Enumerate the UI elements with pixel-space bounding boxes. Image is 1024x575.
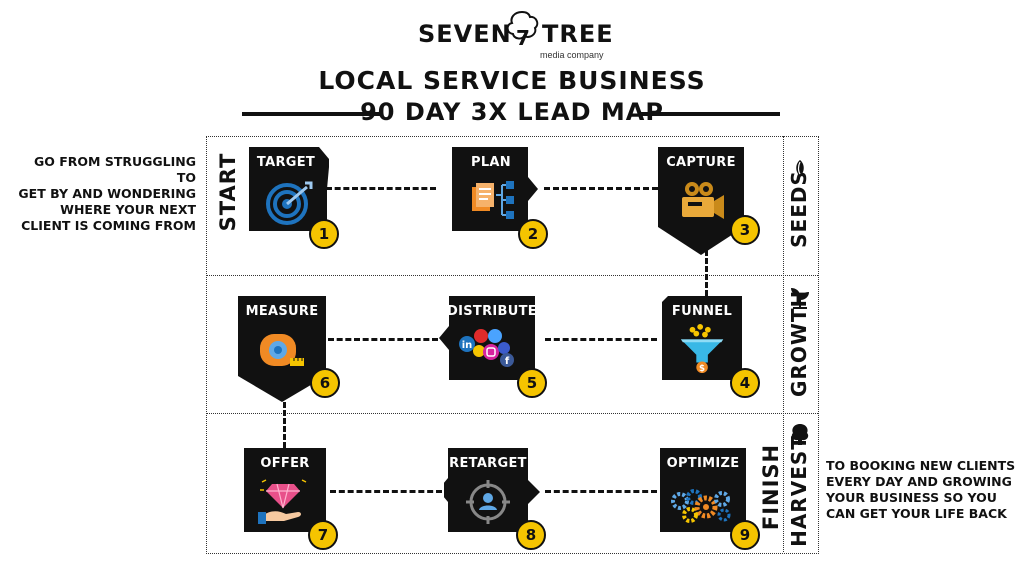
finish-label: FINISH: [759, 443, 783, 531]
step-label: DISTRIBUTE: [447, 304, 537, 319]
step-number-badge: 2: [518, 219, 548, 249]
step-number-badge: 5: [517, 368, 547, 398]
step-optimize: OPTIMIZE 9: [660, 448, 760, 550]
connector-8-9: [545, 490, 657, 493]
step-plan: PLAN 2: [452, 147, 552, 249]
tree-logo-icon: [506, 10, 539, 40]
outro-line: EVERY DAY AND GROWING: [826, 474, 1012, 489]
step-offer: OFFER 7: [244, 448, 344, 550]
step-target: TARGET 1: [245, 147, 345, 249]
outro-text: TO BOOKING NEW CLIENTS EVERY DAY AND GRO…: [826, 458, 1016, 522]
step-label: PLAN: [471, 155, 511, 170]
logo-word-left: SEVEN: [418, 20, 512, 48]
node-shape: [660, 448, 746, 532]
seven-tree-logo: SEVEN 7 TREE media company: [418, 10, 613, 62]
step-measure: MEASURE 6: [238, 296, 340, 402]
seed-icon: [796, 160, 804, 176]
step-capture: CAPTURE 3: [658, 147, 760, 255]
stage-column-divider: [783, 136, 784, 552]
outro-line: YOUR BUSINESS SO YOU: [826, 490, 997, 505]
intro-line: WHERE YOUR NEXT: [60, 202, 196, 217]
logo-subtitle: media company: [540, 50, 604, 60]
step-number-badge: 7: [308, 520, 338, 550]
title-rule-right: [640, 112, 780, 116]
outro-line: TO BOOKING NEW CLIENTS: [826, 458, 1016, 473]
diamond-hand-icon: [258, 479, 307, 524]
step-label: CAPTURE: [666, 155, 736, 170]
gears-icon: [671, 489, 731, 523]
connector-1-2: [326, 187, 436, 190]
step-number-badge: 9: [730, 520, 760, 550]
target-icon: [266, 181, 313, 225]
social-icon: in f: [459, 329, 514, 367]
stage-harvest-label: HARVEST: [787, 435, 811, 547]
step-number-badge: 1: [309, 219, 339, 249]
sprout-icon: [791, 288, 809, 309]
step-number-badge: 6: [310, 368, 340, 398]
retarget-icon: [466, 480, 510, 524]
step-label: MEASURE: [245, 304, 319, 319]
intro-line: GO FROM STRUGGLING TO: [34, 154, 196, 185]
intro-text: GO FROM STRUGGLING TO GET BY AND WONDERI…: [18, 154, 196, 234]
connector-3-4: [705, 250, 708, 296]
map-frame: [206, 136, 819, 554]
step-label: RETARGET: [449, 456, 527, 471]
step-number-badge: 8: [516, 520, 546, 550]
connector-4-5: [545, 338, 657, 341]
logo-number: 7: [516, 26, 530, 50]
node-shape: [662, 296, 742, 380]
step-distribute: DISTRIBUTE in f 5: [437, 296, 547, 398]
intro-line: GET BY AND WONDERING: [18, 186, 196, 201]
row-divider-2: [206, 413, 818, 414]
step-funnel: FUNNEL $ 4: [662, 296, 762, 398]
step-label: TARGET: [256, 155, 316, 170]
node-shape: [444, 448, 540, 532]
step-label: OPTIMIZE: [666, 456, 740, 471]
intro-line: CLIENT IS COMING FROM: [21, 218, 196, 233]
title-rule-left: [242, 112, 382, 116]
start-label: START: [216, 152, 240, 232]
svg-text:$: $: [699, 364, 705, 374]
row-divider-1: [206, 275, 818, 276]
connector-2-3: [544, 187, 658, 190]
step-number-badge: 4: [730, 368, 760, 398]
step-label: FUNNEL: [671, 304, 733, 319]
title-line-2: 90 DAY 3X LEAD MAP: [360, 98, 664, 126]
tape-measure-icon: [260, 334, 304, 366]
connector-7-8: [330, 490, 442, 493]
outro-line: CAN GET YOUR LIFE BACK: [826, 506, 1007, 521]
tree-icon: [791, 424, 809, 445]
step-number-badge: 3: [730, 215, 760, 245]
stage-seeds-label: SEEDS: [787, 170, 811, 248]
step-label: OFFER: [260, 456, 310, 471]
svg-text:f: f: [505, 356, 510, 367]
connector-6-7: [283, 402, 286, 448]
title-line-1: LOCAL SERVICE BUSINESS: [318, 66, 706, 95]
connector-5-6: [328, 338, 438, 341]
step-retarget: RETARGET 8: [444, 448, 546, 550]
logo-word-right: TREE: [542, 20, 614, 48]
svg-text:in: in: [462, 340, 473, 351]
funnel-icon: $: [680, 324, 724, 374]
plan-icon: [472, 181, 514, 219]
camera-icon: [682, 182, 724, 219]
